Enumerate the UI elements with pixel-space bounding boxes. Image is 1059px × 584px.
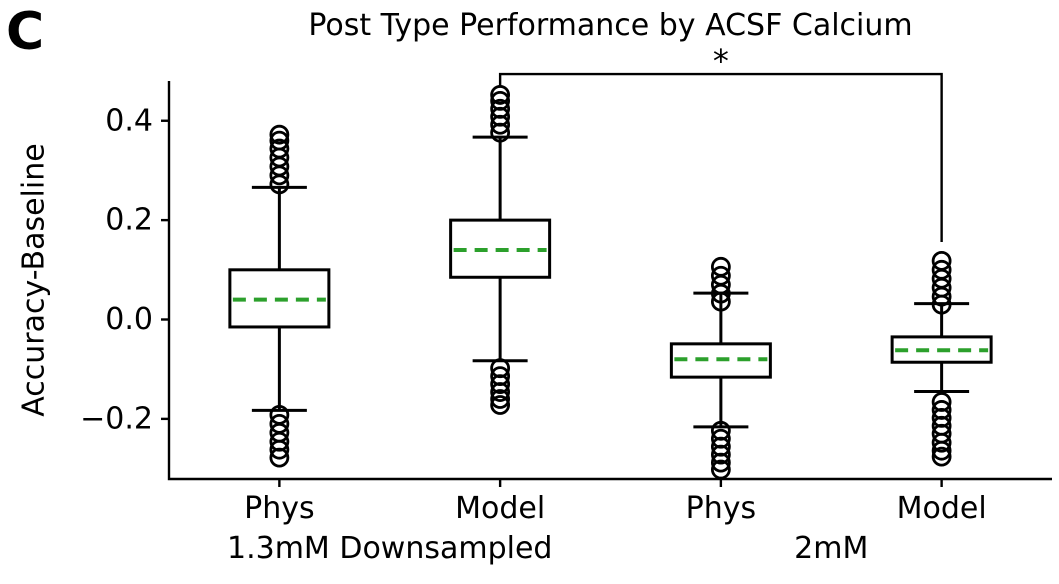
axes-spines	[167, 81, 1052, 481]
outlier-marker	[269, 439, 290, 460]
outlier-marker	[490, 98, 511, 119]
chart-title: Post Type Performance by ACSF Calcium	[308, 8, 913, 43]
y-tick-label: 0.0	[105, 302, 153, 337]
significance-star: *	[713, 42, 729, 80]
y-axis: 0.4 0.2 0.0 −0.2	[80, 103, 169, 436]
y-tick-label: −0.2	[80, 401, 153, 436]
x-tick-label: Phys	[244, 491, 315, 526]
y-axis-label: Accuracy-Baseline	[16, 143, 52, 417]
x-group-label: 1.3mM Downsampled	[227, 531, 552, 566]
outlier-marker	[490, 395, 511, 415]
box-model-1-3mm	[449, 85, 552, 415]
outlier-marker	[269, 124, 290, 145]
outlier-marker	[490, 382, 511, 402]
outlier-marker	[269, 447, 290, 468]
box-model-2mm	[890, 250, 993, 467]
outlier-marker	[710, 452, 731, 473]
outlier-marker	[490, 374, 511, 394]
significance-bracket	[498, 72, 943, 242]
outlier-marker	[710, 444, 731, 465]
outlier-marker	[490, 389, 511, 409]
outlier-marker	[490, 90, 511, 111]
y-tick-label: 0.4	[105, 103, 153, 138]
x-tick-label: Model	[897, 491, 987, 526]
box-phys-2mm	[669, 256, 772, 480]
outlier-marker	[710, 256, 731, 277]
outlier-marker	[931, 432, 952, 453]
outlier-marker	[931, 446, 952, 467]
box-phys-1-3mm	[228, 124, 331, 468]
x-group-label: 2mM	[794, 531, 868, 566]
y-tick-label: 0.2	[105, 203, 153, 238]
iqr-box	[890, 335, 993, 364]
outlier-marker	[490, 85, 511, 105]
x-tick-label: Phys	[686, 491, 757, 526]
x-axis: Phys Model Phys Model 1.3mM Downsampled 2mM	[227, 479, 987, 566]
outlier-marker	[931, 250, 952, 271]
outlier-marker	[931, 440, 952, 461]
outlier-marker	[931, 259, 952, 280]
outlier-marker	[710, 459, 731, 480]
x-tick-label: Model	[455, 491, 545, 526]
outlier-marker	[269, 138, 290, 159]
panel-label: C	[6, 2, 45, 62]
outlier-marker	[269, 130, 290, 151]
outlier-marker	[710, 265, 731, 286]
